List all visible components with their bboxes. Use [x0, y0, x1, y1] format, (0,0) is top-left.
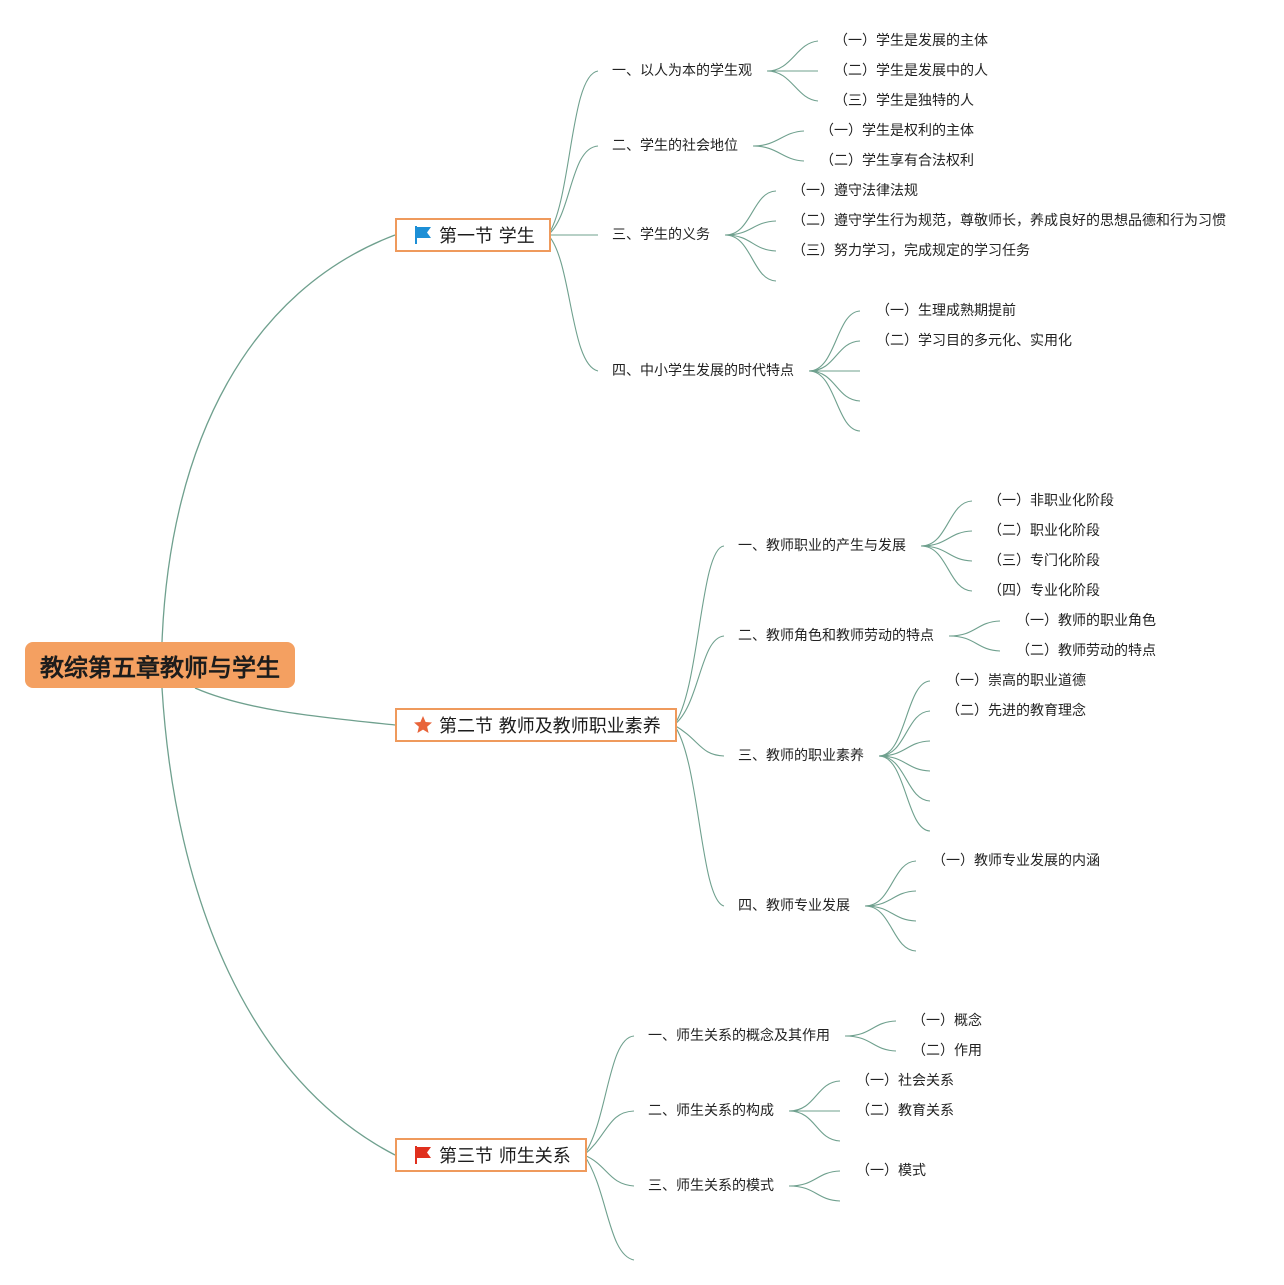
leaf-node[interactable]: （二）先进的教育理念: [946, 703, 1086, 719]
leaf-node[interactable]: （一）学生是权利的主体: [820, 123, 974, 139]
topic-node[interactable]: 三、学生的义务: [612, 227, 710, 243]
topic-node[interactable]: 二、师生关系的构成: [648, 1103, 774, 1119]
topic-node[interactable]: 一、师生关系的概念及其作用: [648, 1028, 830, 1044]
leaf-node[interactable]: （三）专门化阶段: [988, 553, 1100, 569]
leaf-node[interactable]: （一）社会关系: [856, 1073, 954, 1089]
topic-node[interactable]: 四、中小学生发展的时代特点: [612, 363, 794, 379]
leaf-node[interactable]: （二）职业化阶段: [988, 523, 1100, 539]
leaf-node[interactable]: （二）学习目的多元化、实用化: [876, 333, 1072, 349]
section-title: 第一节 学生: [439, 226, 535, 247]
leaf-node[interactable]: （一）模式: [856, 1163, 926, 1179]
leaf-node[interactable]: （一）学生是发展的主体: [834, 33, 988, 49]
leaf-node[interactable]: （二）遵守学生行为规范，尊敬师长，养成良好的思想品德和行为习惯: [792, 213, 1226, 229]
blue-flag-icon: [415, 226, 431, 244]
topic-node[interactable]: 二、学生的社会地位: [612, 138, 738, 154]
topic-node[interactable]: 四、教师专业发展: [738, 898, 850, 914]
topic-node[interactable]: 一、以人为本的学生观: [612, 63, 752, 79]
root-node[interactable]: 教综第五章教师与学生: [25, 642, 295, 688]
leaf-node[interactable]: （四）专业化阶段: [988, 583, 1100, 599]
topic-node[interactable]: 三、师生关系的模式: [648, 1178, 774, 1194]
leaf-node[interactable]: （二）教育关系: [856, 1103, 954, 1119]
section-title: 第三节 师生关系: [439, 1146, 571, 1167]
leaf-node[interactable]: （一）概念: [912, 1013, 982, 1029]
orange-star-icon: [414, 716, 432, 733]
leaf-node[interactable]: （一）生理成熟期提前: [876, 303, 1016, 319]
leaf-node[interactable]: （二）作用: [912, 1043, 982, 1059]
leaf-node[interactable]: （一）教师专业发展的内涵: [932, 853, 1100, 869]
leaf-node[interactable]: （一）遵守法律法规: [792, 183, 918, 199]
leaf-node[interactable]: （一）非职业化阶段: [988, 493, 1114, 509]
topic-node[interactable]: 一、教师职业的产生与发展: [738, 538, 906, 554]
section-node-2[interactable]: 第二节 教师及教师职业素养: [395, 708, 677, 742]
section-title: 第二节 教师及教师职业素养: [439, 716, 661, 737]
section-node-3[interactable]: 第三节 师生关系: [395, 1138, 587, 1172]
leaf-node[interactable]: （三）努力学习，完成规定的学习任务: [792, 243, 1030, 259]
topic-node[interactable]: 二、教师角色和教师劳动的特点: [738, 628, 934, 644]
leaf-node[interactable]: （二）学生享有合法权利: [820, 153, 974, 169]
leaf-node[interactable]: （一）教师的职业角色: [1016, 613, 1156, 629]
section-node-1[interactable]: 第一节 学生: [395, 218, 551, 252]
topic-node[interactable]: 三、教师的职业素养: [738, 748, 864, 764]
leaf-node[interactable]: （三）学生是独特的人: [834, 93, 974, 109]
red-flag-icon: [415, 1146, 431, 1164]
leaf-node[interactable]: （一）崇高的职业道德: [946, 673, 1086, 689]
leaf-node[interactable]: （二）教师劳动的特点: [1016, 643, 1156, 659]
leaf-node[interactable]: （二）学生是发展中的人: [834, 63, 988, 79]
